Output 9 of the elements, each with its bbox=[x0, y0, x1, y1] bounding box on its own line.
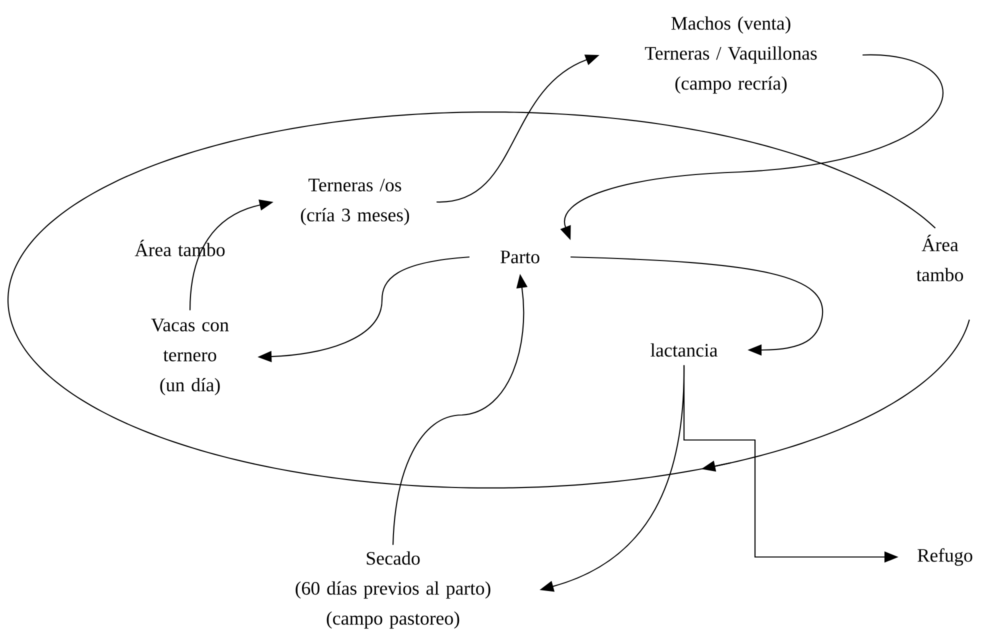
arrow bbox=[570, 256, 823, 356]
text-label: Secado (60 días previos al parto) (campo pastoreo) bbox=[296, 551, 490, 629]
text-label: Vacas con ternero (un día) bbox=[151, 318, 229, 396]
area-label: Área tambo bbox=[916, 234, 964, 282]
text-label: Refugo bbox=[918, 548, 972, 566]
text-label: lactancia bbox=[650, 343, 718, 357]
text-label: Parto bbox=[500, 250, 540, 264]
text-label: Terneras /os (cría 3 meses) bbox=[300, 178, 410, 226]
text-label: Machos (venta) Terneras / Vaquillonas (campo recría) bbox=[644, 16, 817, 94]
